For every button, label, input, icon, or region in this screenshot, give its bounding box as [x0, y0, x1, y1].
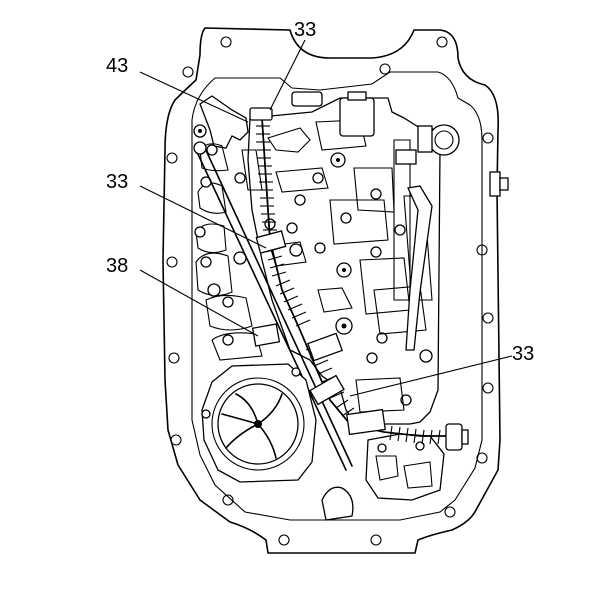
callout-43: 43	[106, 55, 128, 77]
wiring-harness	[249, 107, 469, 451]
solenoid-block	[291, 91, 375, 137]
pickup-slot	[321, 486, 354, 521]
right-shaft-stub	[489, 171, 509, 197]
callout-38: 38	[106, 255, 128, 277]
callout-33-right: 33	[512, 343, 534, 365]
manual-valve-rod	[193, 141, 353, 471]
upper-right-solenoid	[395, 124, 460, 165]
pan-inner-outline	[191, 71, 483, 521]
lower-right-assembly	[365, 433, 445, 501]
pan-outer-outline	[162, 27, 501, 554]
callout-33-left: 33	[106, 171, 128, 193]
pan-bolt-holes	[166, 36, 494, 546]
left-bolts	[193, 124, 247, 346]
callout-33-top: 33	[294, 19, 316, 41]
detent-lever	[405, 185, 433, 351]
oil-filter	[201, 363, 317, 483]
detent-bracket	[199, 95, 249, 149]
callout-leaders	[139, 39, 513, 397]
